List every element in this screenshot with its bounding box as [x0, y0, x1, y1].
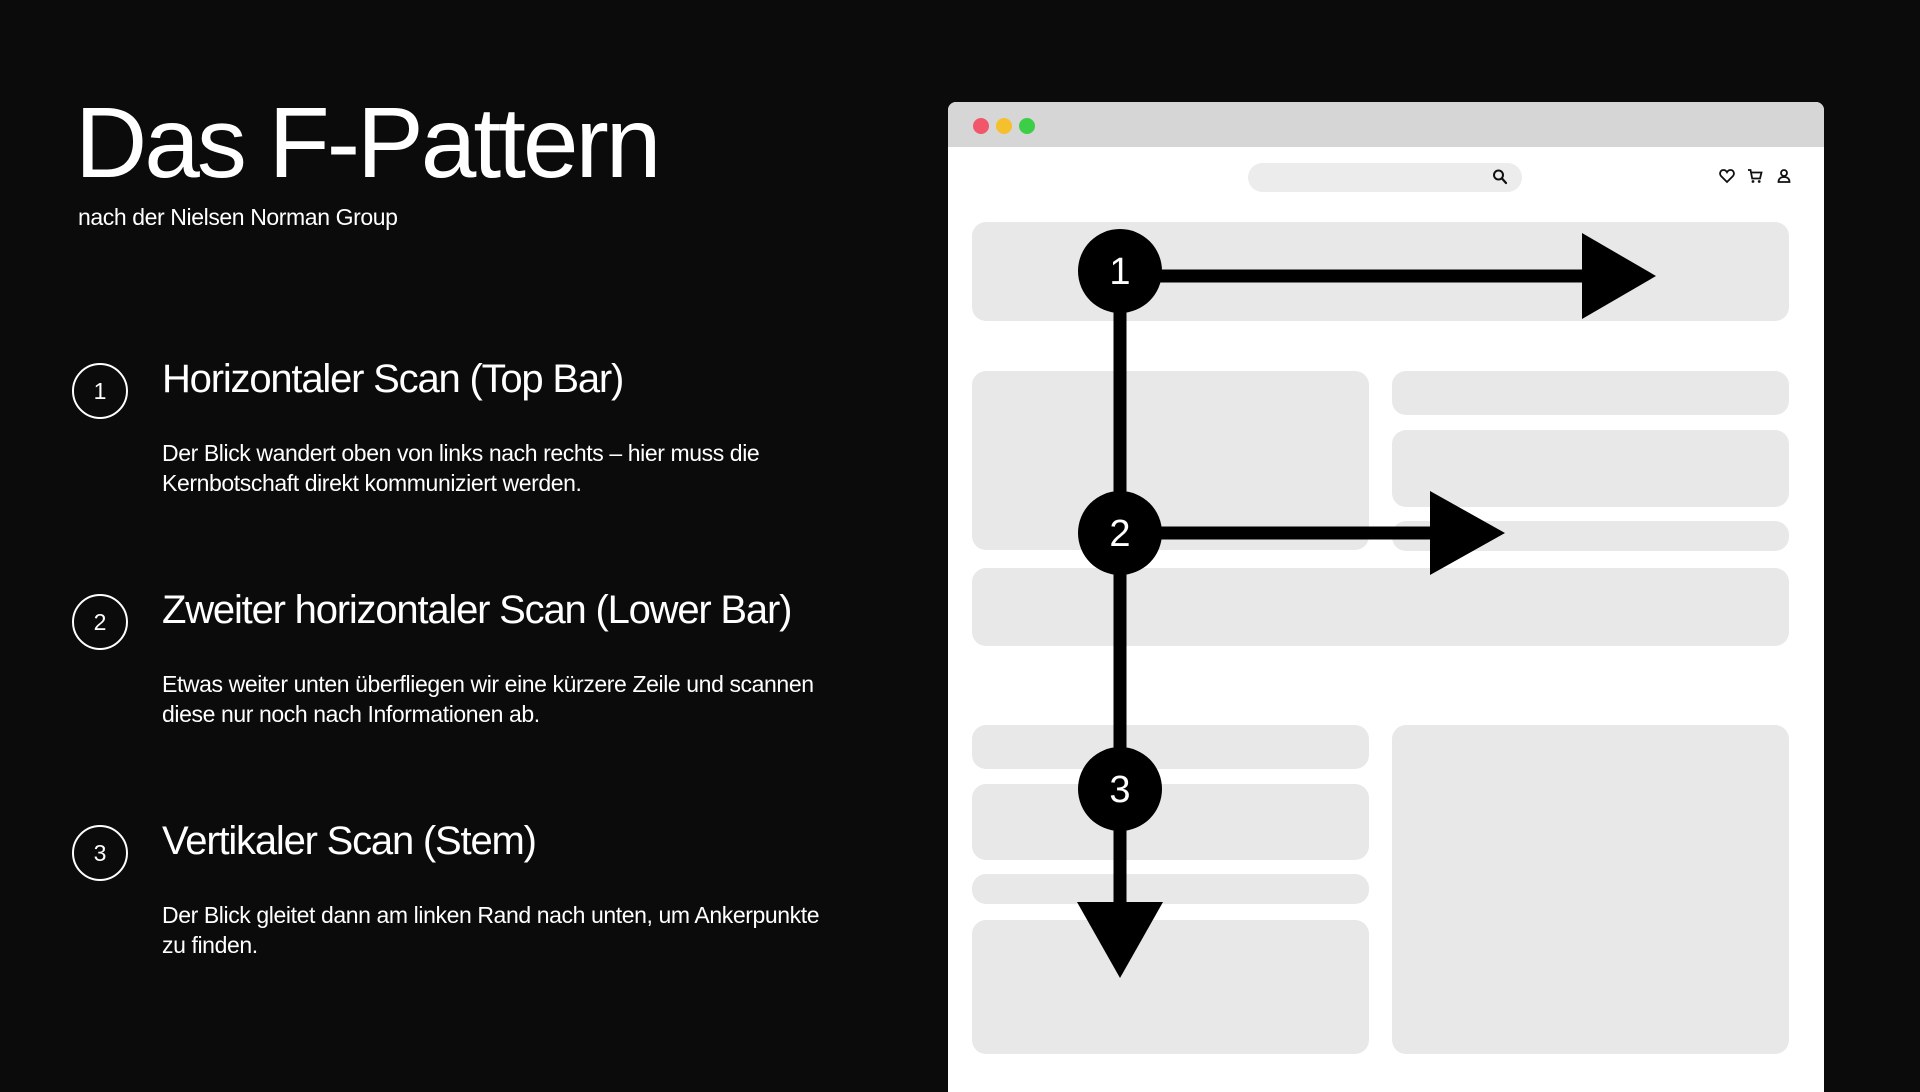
marker-2-label: 2: [1109, 513, 1130, 555]
page-title: Das F-Pattern: [75, 87, 661, 199]
placeholder-block: [1392, 430, 1789, 507]
placeholder-block: [1392, 371, 1789, 415]
step-3-number: 3: [72, 825, 128, 881]
page-subtitle: nach der Nielsen Norman Group: [78, 204, 398, 230]
step-1-text: Der Blick wandert oben von links nach re…: [162, 440, 760, 496]
marker-1-label: 1: [1109, 251, 1130, 293]
placeholder-block: [972, 371, 1369, 550]
step-2-number: 2: [72, 594, 128, 650]
placeholder-block: [972, 784, 1369, 860]
search-bar-placeholder: [1248, 163, 1522, 192]
search-icon: [1493, 169, 1508, 185]
top-arrowhead: [1582, 233, 1656, 319]
maximize-dot: [1019, 118, 1035, 134]
step-2-heading: Zweiter horizontaler Scan (Lower Bar): [162, 588, 792, 632]
placeholder-block: [972, 725, 1369, 769]
vertical-arrowhead: [1077, 902, 1163, 978]
marker-2-circle: [1078, 491, 1162, 575]
heart-icon: [1719, 169, 1735, 184]
placeholder-block: [1392, 725, 1789, 1054]
step-3-text: Der Blick gleitet dann am linken Rand na…: [162, 902, 820, 958]
marker-1-circle: [1078, 229, 1162, 313]
user-icon: [1777, 169, 1791, 183]
close-dot: [973, 118, 989, 134]
f-pattern-arrows: 1 2 3: [1077, 229, 1656, 978]
placeholder-block: [972, 874, 1369, 904]
minimize-dot: [996, 118, 1012, 134]
step-2-text: Etwas weiter unten überfliegen wir eine …: [162, 671, 814, 727]
browser-mockup: 1 2 3: [948, 102, 1824, 1092]
step-3-heading: Vertikaler Scan (Stem): [162, 819, 537, 863]
lower-arrowhead: [1430, 491, 1505, 575]
placeholder-block: [972, 568, 1789, 646]
marker-3-circle: [1078, 747, 1162, 831]
step-1-number: 1: [72, 363, 128, 419]
marker-3-label: 3: [1109, 769, 1130, 811]
placeholder-block: [972, 920, 1369, 1054]
step-1-heading: Horizontaler Scan (Top Bar): [162, 357, 624, 401]
cart-icon: [1748, 169, 1763, 183]
browser-title-bar: [948, 102, 1824, 147]
